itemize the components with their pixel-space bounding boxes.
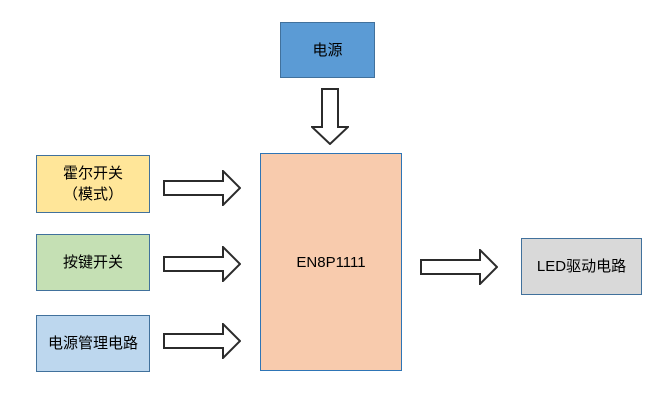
node-hall-switch: 霍尔开关 （模式） (36, 155, 150, 213)
arrow-polygon (163, 323, 241, 359)
node-mcu-label: EN8P1111 (296, 253, 366, 271)
arrow-right-icon (163, 323, 241, 359)
node-hall-switch-label: 霍尔开关 （模式） (62, 165, 123, 203)
arrow-right-icon (163, 246, 241, 282)
arrow-polygon (420, 249, 498, 285)
arrow-down-icon (311, 88, 349, 145)
node-power: 电源 (280, 22, 375, 78)
node-led-driver-label: LED驱动电路 (536, 258, 627, 275)
arrow-polygon (311, 88, 349, 145)
node-power-management-label: 电源管理电路 (47, 335, 138, 352)
arrow-polygon (163, 170, 241, 206)
node-button-switch-label: 按键开关 (62, 254, 123, 271)
node-power-label: 电源 (312, 41, 343, 59)
arrow-right-icon (420, 249, 498, 285)
arrow-right-icon (163, 170, 241, 206)
node-button-switch: 按键开关 (36, 234, 150, 291)
node-mcu-en8p1111: EN8P1111 (260, 153, 402, 371)
node-power-management: 电源管理电路 (36, 315, 150, 372)
arrow-polygon (163, 246, 241, 282)
node-led-driver: LED驱动电路 (521, 238, 642, 295)
